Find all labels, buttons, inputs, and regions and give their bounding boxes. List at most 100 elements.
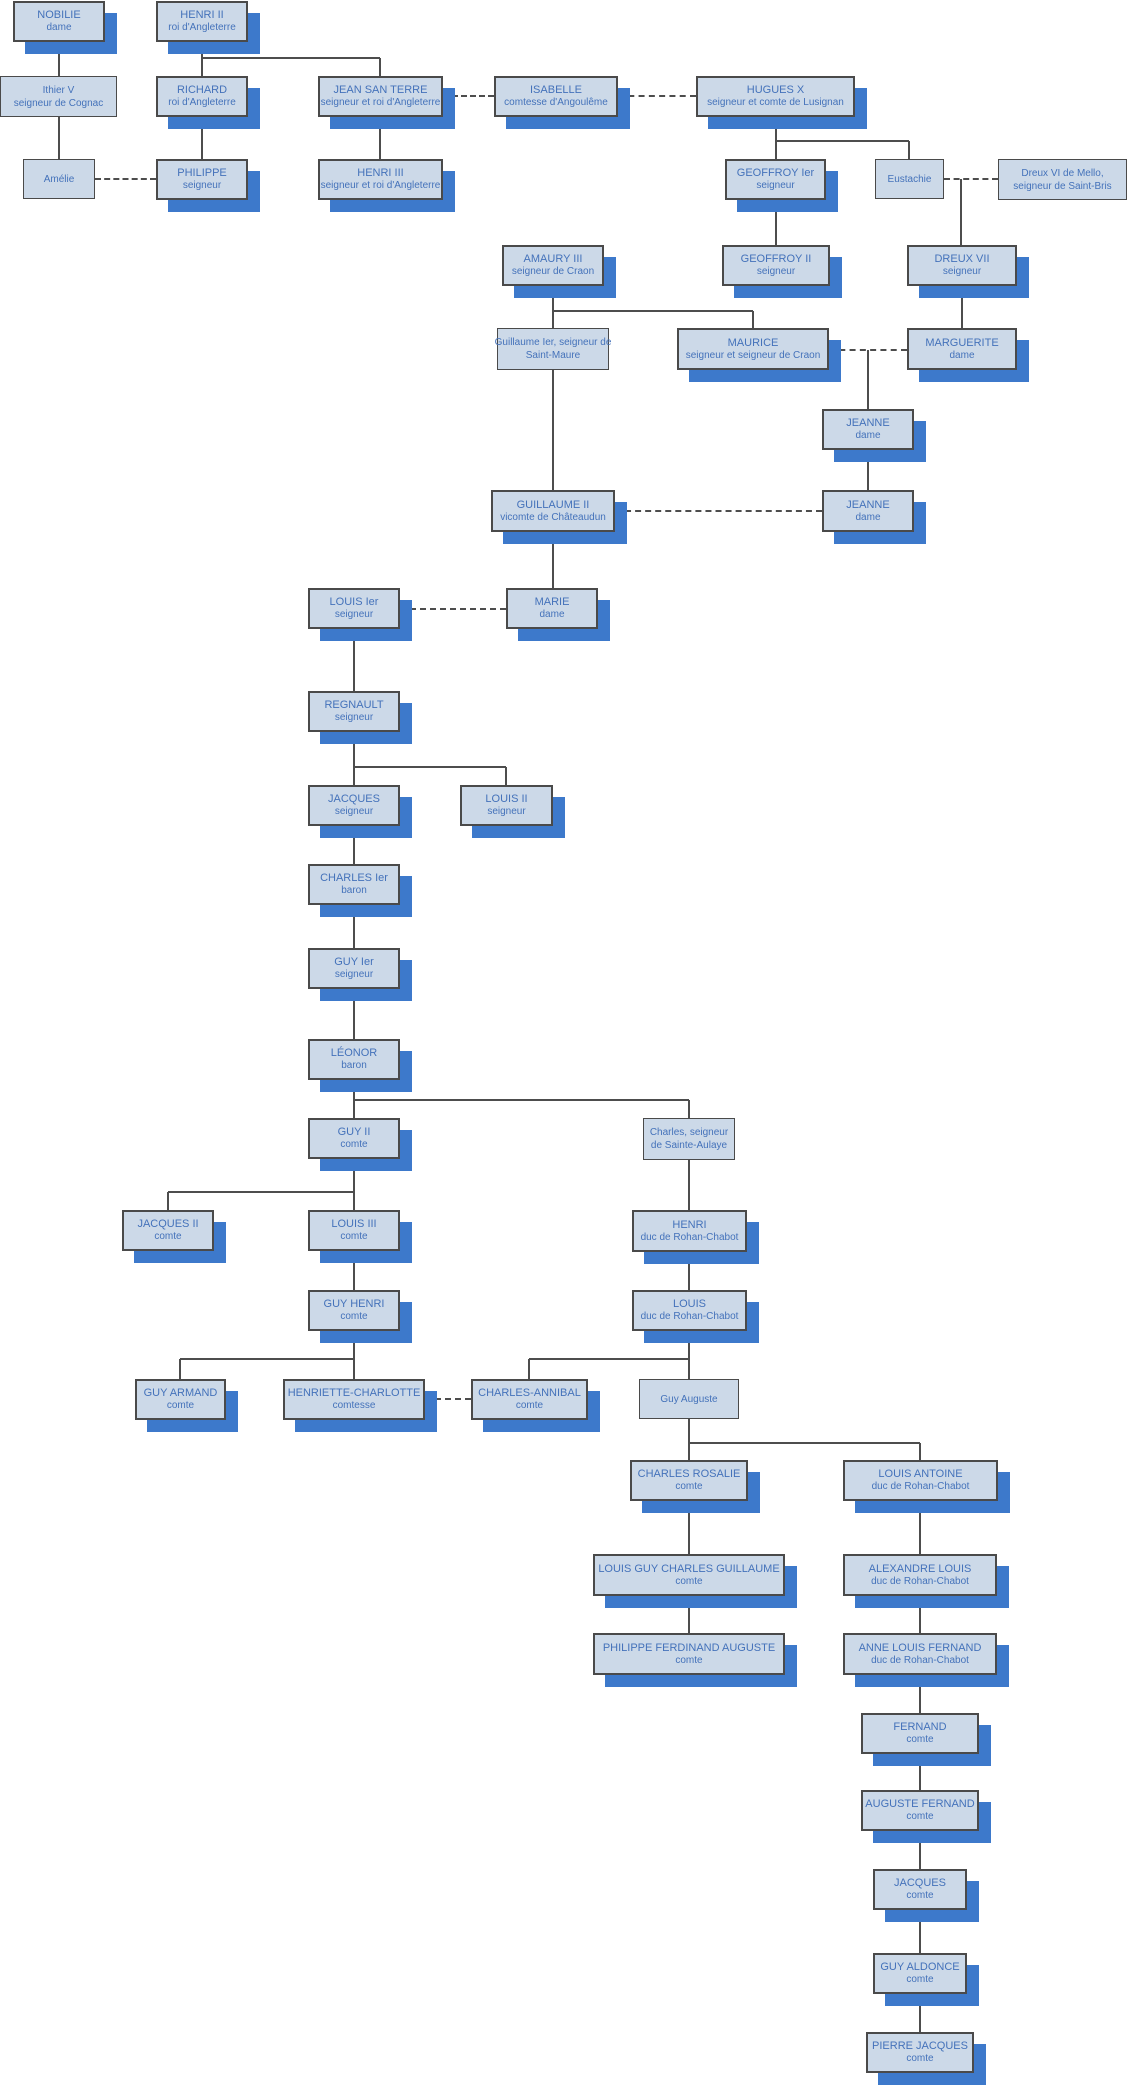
person-name: GEOFFROY II [740, 253, 812, 265]
person-name: GEOFFROY Ier [736, 167, 815, 179]
lineage-connector [960, 179, 962, 245]
person-title: seigneur [334, 806, 374, 817]
person-name: GUY ARMAND [143, 1387, 218, 1399]
person-title: duc de Rohan-Chabot [640, 1311, 739, 1322]
person-node-guy-auguste[interactable]: Guy Auguste [639, 1379, 739, 1419]
person-name: Guillaume Ier, seigneur de [494, 337, 612, 348]
person-title: comtesse d'Angoulême [504, 97, 608, 108]
marriage-connector [618, 95, 696, 97]
person-name: GUY HENRI [323, 1298, 385, 1310]
lineage-connector [353, 629, 355, 691]
lineage-connector [353, 1331, 355, 1359]
lineage-connector [552, 286, 554, 311]
lineage-connector [58, 117, 60, 159]
person-name: LOUIS Ier [329, 596, 379, 608]
lineage-connector [919, 1911, 921, 1953]
person-title: comte [166, 1400, 195, 1411]
person-name: JACQUES [328, 793, 380, 805]
person-title: vicomte de Châteaudun [500, 511, 606, 523]
lineage-connector [353, 1359, 355, 1379]
person-title: comte [906, 1974, 934, 1985]
lineage-connector [354, 1099, 689, 1101]
person-title: seigneur [334, 712, 374, 723]
person-name: Amélie [43, 173, 75, 185]
lineage-connector [202, 57, 380, 59]
person-title: seigneur et roi d'Angleterre [320, 97, 441, 108]
person-name: GUY ALDONCE [880, 1961, 960, 1973]
lineage-connector [353, 1251, 355, 1290]
person-name: HENRI [672, 1218, 707, 1231]
person-node-eustachie[interactable]: Eustachie [875, 159, 944, 199]
lineage-connector [688, 1596, 690, 1633]
person-name: Eustachie [887, 173, 932, 185]
person-title: seigneur [334, 609, 374, 620]
person-node-dreux-vi[interactable]: Dreux VI de Mello,seigneur de Saint-Bris [998, 159, 1127, 200]
person-title: dame [46, 22, 72, 33]
person-name: MARIE [534, 596, 570, 608]
person-title: seigneur et comte de Lusignan [707, 97, 844, 108]
person-title: duc de Rohan-Chabot [871, 1575, 969, 1587]
person-name: JACQUES II [137, 1218, 199, 1230]
person-title: comte [340, 1139, 368, 1150]
person-title: roi d'Angleterre [168, 97, 236, 108]
lineage-connector [167, 1192, 169, 1210]
person-name: LOUIS GUY CHARLES GUILLAUME [598, 1562, 780, 1575]
person-name: PIERRE JACQUES [872, 2040, 968, 2052]
lineage-connector [552, 370, 554, 490]
lineage-connector [552, 311, 554, 328]
person-node-amelie[interactable]: Amélie [23, 159, 95, 199]
lineage-connector [58, 42, 60, 76]
lineage-connector [201, 117, 203, 159]
person-name: GUY II [337, 1126, 371, 1138]
